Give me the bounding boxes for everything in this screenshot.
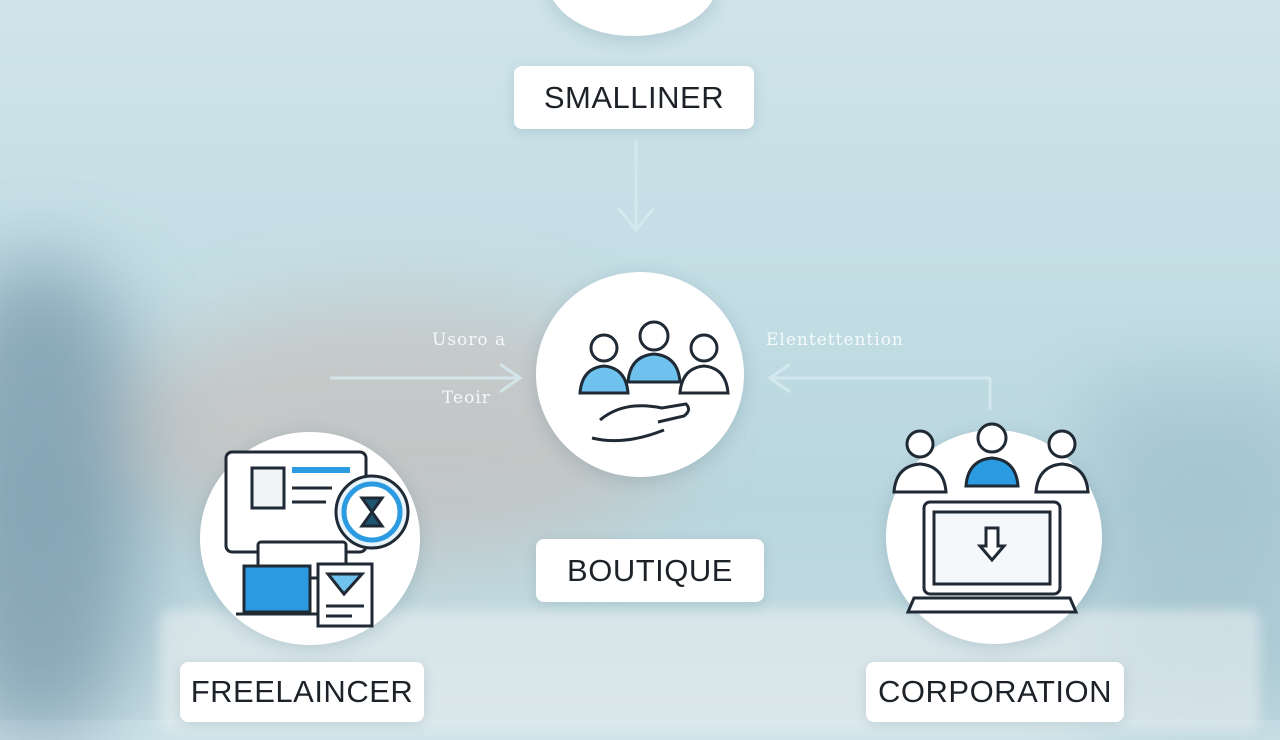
background-person bbox=[0, 260, 140, 740]
node-right-label: CORPORATION bbox=[866, 662, 1124, 722]
node-left-label: FREELAINCER bbox=[180, 662, 424, 722]
team-handshake-icon bbox=[578, 320, 730, 443]
team-laptop-icon bbox=[892, 422, 1090, 614]
connector-layer bbox=[330, 140, 992, 410]
arrowhead-down bbox=[616, 207, 656, 233]
annotation-right-top: Elentettention bbox=[766, 330, 904, 350]
node-center-label: BOUTIQUE bbox=[536, 539, 764, 602]
node-top-label: SMALLINER bbox=[514, 66, 754, 129]
hand-icon bbox=[700, 0, 740, 10]
arrowhead-right bbox=[499, 362, 523, 394]
documents-clock-icon bbox=[224, 450, 410, 628]
arrowhead-left bbox=[767, 362, 791, 394]
annotation-left-top: Usoro a bbox=[432, 330, 507, 350]
annotation-left-bottom: Teoir bbox=[442, 388, 491, 408]
